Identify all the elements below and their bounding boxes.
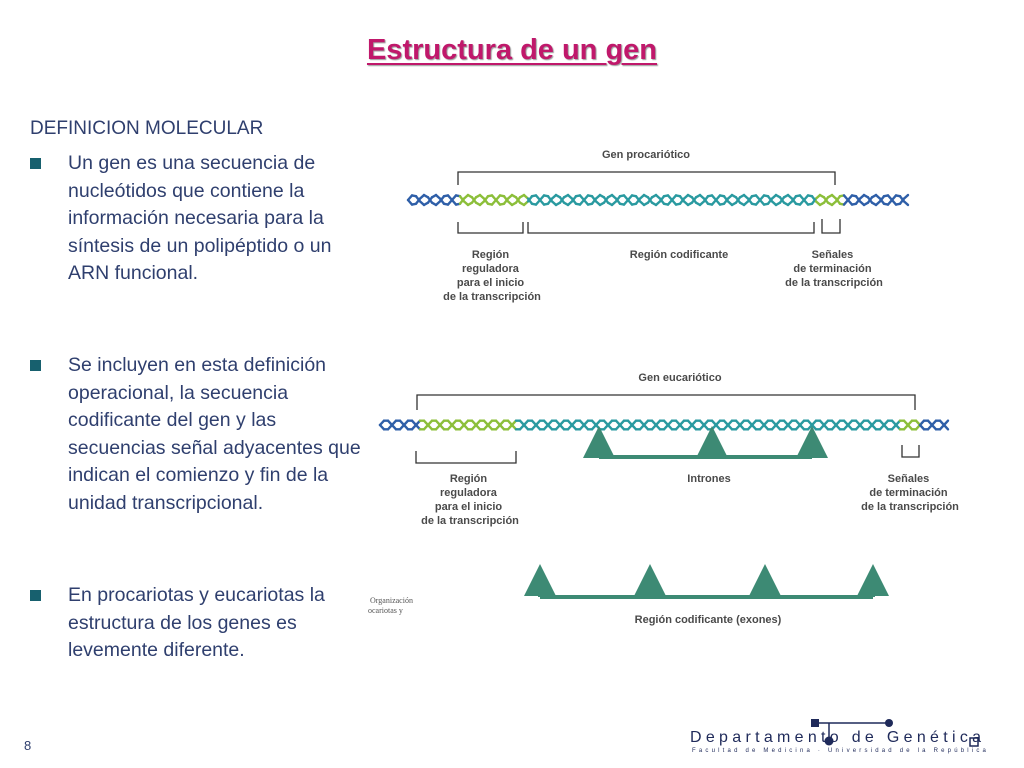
exons-label: Región codificante (exones) — [635, 614, 782, 626]
eukaryote-termination-label: Señales de terminación de la transcripci… — [861, 473, 959, 513]
department-name: Departamento de Genética — [690, 729, 986, 746]
page-number: 8 — [24, 738, 32, 753]
prokaryote-gene-bracket — [457, 171, 836, 185]
bullet-text: Un gen es una secuencia de nucleótidos q… — [68, 152, 332, 284]
bullet-text: En procariotas y eucariotas la estructur… — [68, 584, 325, 661]
eukaryote-regulatory-bracket — [415, 451, 517, 464]
prokaryote-coding-bracket — [527, 222, 815, 234]
exon-arrows — [524, 564, 889, 599]
intron-arrows — [583, 426, 828, 459]
section-heading: DEFINICION MOLECULAR — [30, 118, 264, 139]
prokaryote-gene-diagram: Gen procariótico Región reguladora para … — [406, 149, 910, 303]
department-logo-graphic — [811, 719, 979, 747]
eukaryote-gene-diagram: Gen eucariótico Región reguladora para e… — [368, 372, 959, 626]
eukaryote-gene-bracket — [416, 394, 916, 410]
department-subtitle: Facultad de Medicina · Universidad de la… — [692, 748, 990, 754]
eukaryote-dna-helix — [378, 419, 950, 431]
prokaryote-termination-bracket — [821, 219, 841, 234]
prokaryote-regulatory-label: Región reguladora para el inicio de la t… — [443, 249, 541, 303]
eukaryote-title: Gen eucariótico — [638, 372, 721, 384]
prokaryote-termination-label: Señales de terminación de la transcripci… — [785, 249, 883, 289]
figure-caption-fragment: Organización ocariotas y — [368, 596, 415, 615]
bullet-square-icon — [30, 590, 41, 601]
prokaryote-title: Gen procariótico — [602, 149, 690, 161]
slide-title: Estructura de un gen — [366, 34, 658, 66]
eukaryote-termination-bracket — [901, 445, 920, 458]
bullet-square-icon — [30, 158, 41, 169]
introns-label: Intrones — [687, 473, 730, 485]
bullet-text: Se incluyen en esta definición operacion… — [68, 354, 361, 514]
prokaryote-dna-helix — [406, 193, 910, 207]
bullet-square-icon — [30, 360, 41, 371]
prokaryote-regulatory-bracket — [457, 222, 524, 234]
prokaryote-coding-label: Región codificante — [630, 249, 728, 261]
eukaryote-regulatory-label: Región reguladora para el inicio de la t… — [421, 473, 519, 527]
